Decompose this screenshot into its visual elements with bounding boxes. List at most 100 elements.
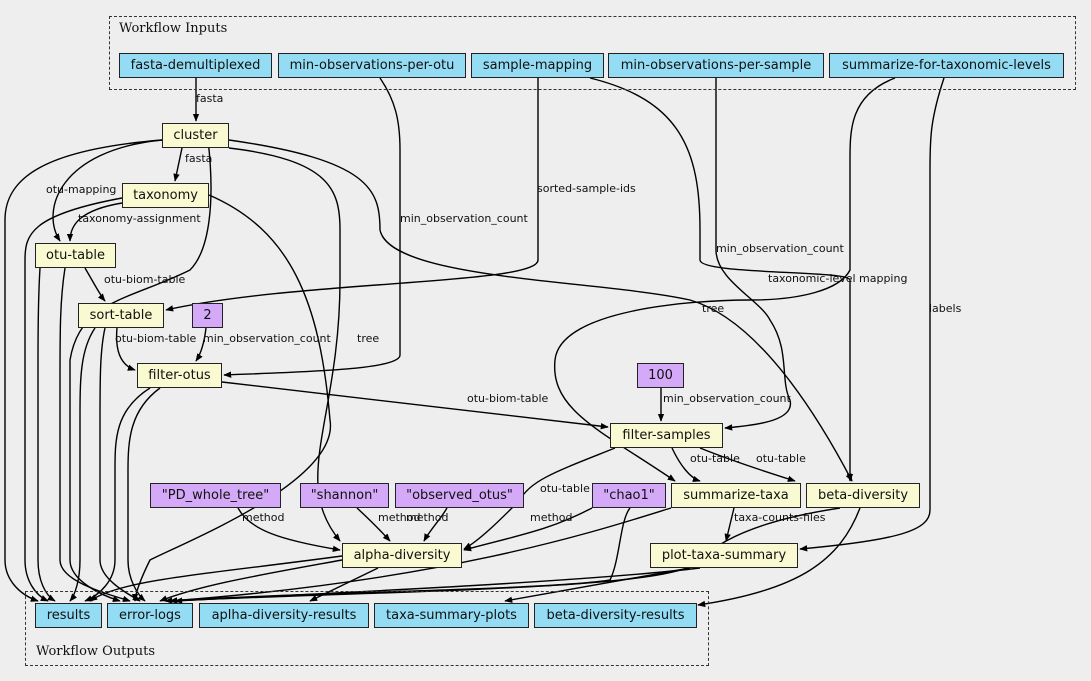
workflow-inputs-cluster (109, 16, 1076, 90)
node-taxonomy[interactable]: taxonomy (122, 183, 209, 208)
edge-otu-table-to-error-logs (59, 267, 131, 602)
edge-summarize-for-taxonomic-levels-to-summarize-taxa (554, 77, 896, 482)
node-sort-table[interactable]: sort-table (78, 303, 164, 328)
node-label: aplha-diversity-results (211, 608, 357, 623)
node-label: summarize-taxa (683, 488, 789, 503)
edge-label: otu-biom-table (104, 273, 186, 286)
node-label: 2 (203, 308, 212, 323)
node-p-pd[interactable]: "PD_whole_tree" (150, 483, 281, 508)
node-results[interactable]: results (35, 603, 102, 628)
edge-label: min_observation_count (663, 392, 791, 405)
node-aplha-diversity-results[interactable]: aplha-diversity-results (199, 603, 369, 628)
edge-alpha-diversity-to-error-logs (159, 559, 343, 602)
edge-otu-table-to-results (37, 267, 56, 602)
node-label: error-logs (119, 608, 181, 623)
edge-label: otu-table (690, 452, 740, 465)
node-filter-samples[interactable]: filter-samples (610, 423, 723, 448)
edge-sample-mapping-to-beta-diversity (589, 77, 854, 482)
node-plot-taxa-summary[interactable]: plot-taxa-summary (650, 543, 798, 568)
edge-label: method (242, 511, 285, 524)
edge-beta-diversity-to-beta-diversity-results (697, 507, 861, 608)
node-p-2[interactable]: 2 (192, 303, 223, 328)
edge-p-observed-to-alpha-diversity (423, 507, 448, 542)
edge-sort-table-to-error-logs (99, 327, 141, 602)
node-label: alpha-diversity (353, 548, 451, 563)
edge-label: mapping (859, 272, 908, 285)
edge-label: taxonomic-level (768, 272, 856, 285)
node-p-100[interactable]: 100 (637, 363, 684, 388)
edge-label: otu-biom-table (115, 332, 197, 345)
node-label: filter-samples (622, 428, 711, 443)
edge-label: method (406, 511, 449, 524)
node-label: 100 (648, 368, 673, 383)
edge-filter-samples-to-beta-diversity (699, 447, 796, 482)
node-label: otu-table (46, 248, 105, 263)
node-cluster[interactable]: cluster (162, 123, 229, 148)
edge-label: otu-table (540, 482, 590, 495)
node-error-logs[interactable]: error-logs (107, 603, 193, 628)
edge-plot-taxa-summary-to-taxa-summary-plots (504, 567, 691, 603)
edge-beta-diversity-to-error-logs (169, 507, 841, 604)
node-p-chao1[interactable]: "chao1" (592, 483, 666, 508)
node-label: sample-mapping (482, 58, 593, 73)
edge-label: tree (702, 302, 725, 315)
node-p-observed[interactable]: "observed_otus" (395, 483, 524, 508)
edge-label: min_observation_count (716, 242, 844, 255)
edge-label: tree (357, 332, 380, 345)
node-label: summarize-for-taxonomic-levels (842, 58, 1051, 73)
edge-label: otu-table (756, 452, 806, 465)
node-fasta-demultiplexed[interactable]: fasta-demultiplexed (119, 53, 272, 78)
node-min-observations-per-sample[interactable]: min-observations-per-sample (608, 53, 824, 78)
edge-label: taxonomy-assignment (78, 212, 201, 225)
node-label: results (46, 608, 91, 623)
edge-summarize-for-taxonomic-levels-to-plot-taxa-summary (799, 77, 945, 552)
node-beta-diversity[interactable]: beta-diversity (806, 483, 920, 508)
edge-label: otu-mapping (46, 183, 117, 196)
edge-cluster-to-beta-diversity (228, 139, 853, 482)
node-filter-otus[interactable]: filter-otus (137, 363, 222, 388)
edge-filter-otus-to-filter-samples (221, 381, 609, 430)
node-label: "chao1" (603, 488, 655, 503)
edge-sort-table-to-results (69, 327, 96, 602)
edge-label: method (378, 511, 421, 524)
edge-label: fasta (196, 92, 224, 105)
node-p-shannon[interactable]: "shannon" (300, 483, 389, 508)
node-summarize-taxa[interactable]: summarize-taxa (671, 483, 801, 508)
edge-taxonomy-to-error-logs (131, 194, 331, 602)
node-label: filter-otus (148, 368, 211, 383)
node-otu-table[interactable]: otu-table (35, 243, 116, 268)
node-taxa-summary-plots[interactable]: taxa-summary-plots (374, 603, 529, 628)
node-label: taxa-summary-plots (386, 608, 517, 623)
edge-cluster-to-results (4, 139, 163, 602)
node-label: sort-table (89, 308, 153, 323)
node-beta-diversity-results[interactable]: beta-diversity-results (534, 603, 697, 628)
edge-summarize-taxa-to-error-logs (169, 507, 672, 604)
node-label: cluster (173, 128, 218, 143)
edge-alpha-diversity-to-results (89, 555, 343, 602)
node-min-observations-per-otu[interactable]: min-observations-per-otu (278, 53, 466, 78)
edge-min-observations-per-otu-to-filter-otus (223, 77, 401, 378)
edge-summarize-taxa-to-plot-taxa-summary (724, 507, 735, 542)
node-label: beta-diversity (817, 488, 909, 503)
edge-label: sorted-sample-ids (537, 182, 636, 195)
edge-taxonomy-to-results (24, 197, 123, 602)
workflow-outputs-cluster (25, 591, 709, 666)
edge-cluster-to-otu-table (52, 139, 163, 242)
edge-otu-table-to-sort-table (84, 267, 106, 302)
node-label: plot-taxa-summary (661, 548, 787, 563)
edge-label: min_observation_count (203, 332, 331, 345)
node-label: "observed_otus" (406, 488, 513, 503)
edge-label: method (530, 511, 573, 524)
node-label: beta-diversity-results (546, 608, 685, 623)
node-summarize-for-taxonomic-levels[interactable]: summarize-for-taxonomic-levels (829, 53, 1064, 78)
edge-label: min_observation_count (400, 212, 528, 225)
node-sample-mapping[interactable]: sample-mapping (471, 53, 604, 78)
workflow-outputs-label: Workflow Outputs (36, 644, 155, 659)
edge-label: otu-biom-table (467, 392, 549, 405)
edge-cluster-to-taxonomy (173, 147, 183, 182)
node-alpha-diversity[interactable]: alpha-diversity (342, 543, 462, 568)
edge-filter-samples-to-summarize-taxa (671, 447, 701, 482)
node-label: taxonomy (133, 188, 198, 203)
edge-label: taxa-counts-files (734, 511, 826, 524)
